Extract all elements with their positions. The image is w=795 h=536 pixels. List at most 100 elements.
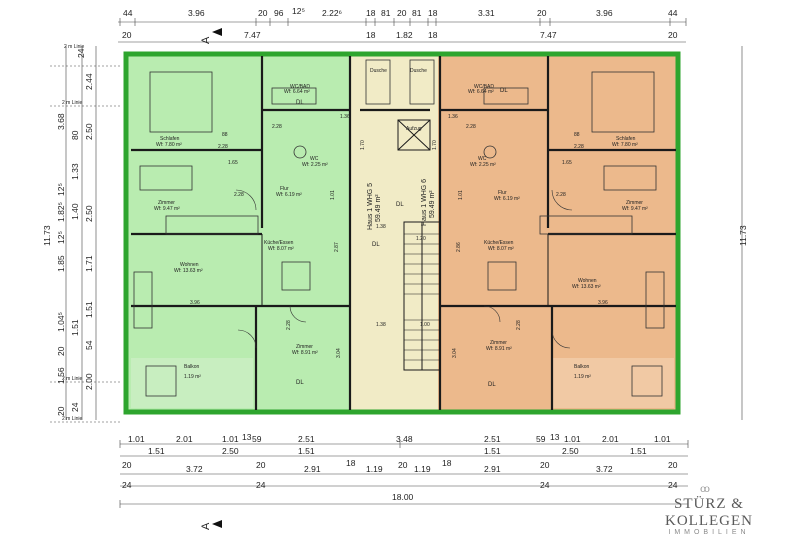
dl-markers: DL DL DL DL DL DL	[296, 88, 508, 388]
room-kueche: Küche/Essen	[484, 240, 514, 246]
dim-bottom4: 24	[122, 480, 132, 490]
dim-left: 1.82⁵	[56, 202, 66, 222]
room-labels-left: WC/BAD Wf: 6.64 m² Dusche Schlafen Wf: 7…	[154, 68, 387, 380]
dim-left: 2.50	[84, 123, 94, 140]
room-dusche: Dusche	[370, 68, 387, 74]
dim-bottom: 59	[536, 434, 546, 444]
room-dusche: Dusche	[410, 68, 427, 74]
dim-top: 20	[537, 8, 547, 18]
haus-left-label: Haus 1 WHG 5	[367, 183, 374, 230]
balcony-table-left	[145, 365, 177, 397]
dim-bottom3: 20	[398, 460, 408, 470]
dim-left: 2.50	[84, 205, 94, 222]
dim-bottom: 1.01	[128, 434, 145, 444]
linie-label: 2 m Linie	[62, 416, 83, 422]
room-area: Wf: 7.80 m²	[156, 142, 182, 148]
inner-dim: 2.28	[466, 124, 476, 130]
dim-left: 20	[56, 346, 66, 356]
shower-left	[365, 59, 391, 105]
dim-top: 3.31	[478, 8, 495, 18]
dim-bottom: 1.01	[654, 434, 671, 444]
dim-left: 1.51	[84, 301, 94, 318]
stair-steps	[404, 233, 440, 361]
inner-dim: 2.28	[574, 144, 584, 150]
inner-dim: 2.28	[556, 192, 566, 198]
inner-dim: 2.28	[516, 320, 522, 330]
inner-dim: 88	[574, 132, 580, 138]
inner-dim: 2.86	[456, 242, 462, 252]
linie-label: 2 m Linie	[62, 100, 83, 106]
dim-top: 3.96	[596, 8, 613, 18]
dim-bottom4: 24	[668, 480, 678, 490]
dl-marker: DL	[296, 380, 304, 386]
dim-left: 54	[84, 340, 94, 350]
dim-bottom3: 18	[442, 458, 452, 468]
furniture	[133, 59, 665, 397]
dim-bottom3: 2.91	[484, 464, 501, 474]
inner-dim: 1.01	[330, 190, 336, 200]
aufzug-label: Aufzug	[406, 126, 422, 132]
room-wcbad: WC/BAD	[474, 84, 494, 90]
dim-top: 96	[274, 8, 284, 18]
dim-left: 1.51	[70, 319, 80, 336]
shower-right	[409, 59, 435, 105]
dim-bottom3: 1.19	[414, 464, 431, 474]
dim-bottom3: 20	[256, 460, 266, 470]
room-area: Wf: 2.25 m²	[302, 162, 328, 168]
room-area: Wf: 8.91 m²	[292, 350, 318, 356]
haus-right-label: Haus 1 WHG 6	[421, 179, 428, 226]
room-area: Wf: 7.80 m²	[612, 142, 638, 148]
logo-subtitle: IMMOBILIEN	[668, 529, 750, 536]
dim-top2: 7.47	[244, 30, 261, 40]
top-dimensions: 44 3.96 20 96 12⁵ 2.22⁶ 18 81 20 81 18 3…	[122, 6, 678, 40]
dim-bottom4: 24	[540, 480, 550, 490]
dim-left: 1.85	[56, 255, 66, 272]
section-markers: A A	[200, 28, 222, 530]
dl-marker: DL	[396, 202, 404, 208]
linie-label: 2 m Linie	[62, 376, 83, 382]
room-area: Wf: 13.63 m²	[572, 284, 601, 290]
inner-dim: 1.20	[416, 236, 426, 242]
dim-bottom: 13	[242, 432, 252, 442]
dim-left: 24	[76, 48, 86, 58]
room-area: Wf: 6.64 m²	[468, 89, 494, 95]
inner-dim: 1.38	[376, 224, 386, 230]
dim-top: 12⁵	[292, 6, 305, 16]
dim-left: 1.56	[56, 367, 66, 384]
inner-dim: 1.36	[340, 114, 350, 120]
dim-bottom3: 18	[346, 458, 356, 468]
inner-dim: 88	[222, 132, 228, 138]
inner-dim: 3.04	[336, 348, 342, 358]
dim-bottom2: 1.51	[298, 446, 315, 456]
bed-right	[591, 71, 655, 133]
haus-left-area: 59.49 m²	[375, 194, 382, 222]
dim-top: 81	[412, 8, 422, 18]
dim-bottom: 2.01	[176, 434, 193, 444]
logo-mark-icon: ꝏ	[700, 484, 710, 495]
inner-dimensions: 2.28 2.28 1.36 1.36 1.70 1.70 2.28 2.28 …	[190, 114, 608, 358]
balcony-table-right	[631, 365, 663, 397]
dim-left: 24	[70, 402, 80, 412]
bottom-dimensions: 1.01 2.01 1.01 13 59 2.51 3.48 2.51 59 1…	[122, 432, 678, 502]
dim-bottom3: 20	[122, 460, 132, 470]
room-area: Wf: 6.64 m²	[284, 89, 310, 95]
bathtub-right	[483, 87, 529, 105]
room-balkon: Balkon	[184, 364, 200, 370]
dim-bottom3: 3.72	[186, 464, 203, 474]
dim-left: 1.33	[70, 163, 80, 180]
inner-dim: 1.36	[448, 114, 458, 120]
dim-top2: 20	[122, 30, 132, 40]
left-dimensions: 24 2.44 3.68 2.50 80 1.33 12⁵ 1.82⁵ 1.40…	[42, 48, 748, 416]
balcony-right-fill	[552, 358, 674, 408]
dim-top2: 18	[366, 30, 376, 40]
dim-top2: 1.82	[396, 30, 413, 40]
dim-bottom: 2.01	[602, 434, 619, 444]
room-area: Wf: 2.25 m²	[470, 162, 496, 168]
dim-bottom2: 2.50	[562, 446, 579, 456]
haus-right-area: 59.49 m²	[429, 190, 436, 218]
section-marker-bottom: A	[200, 522, 212, 530]
sofa-left	[133, 271, 153, 329]
dim-top2: 7.47	[540, 30, 557, 40]
room-balkon: Balkon	[574, 364, 590, 370]
dim-bottom3: 3.72	[596, 464, 613, 474]
